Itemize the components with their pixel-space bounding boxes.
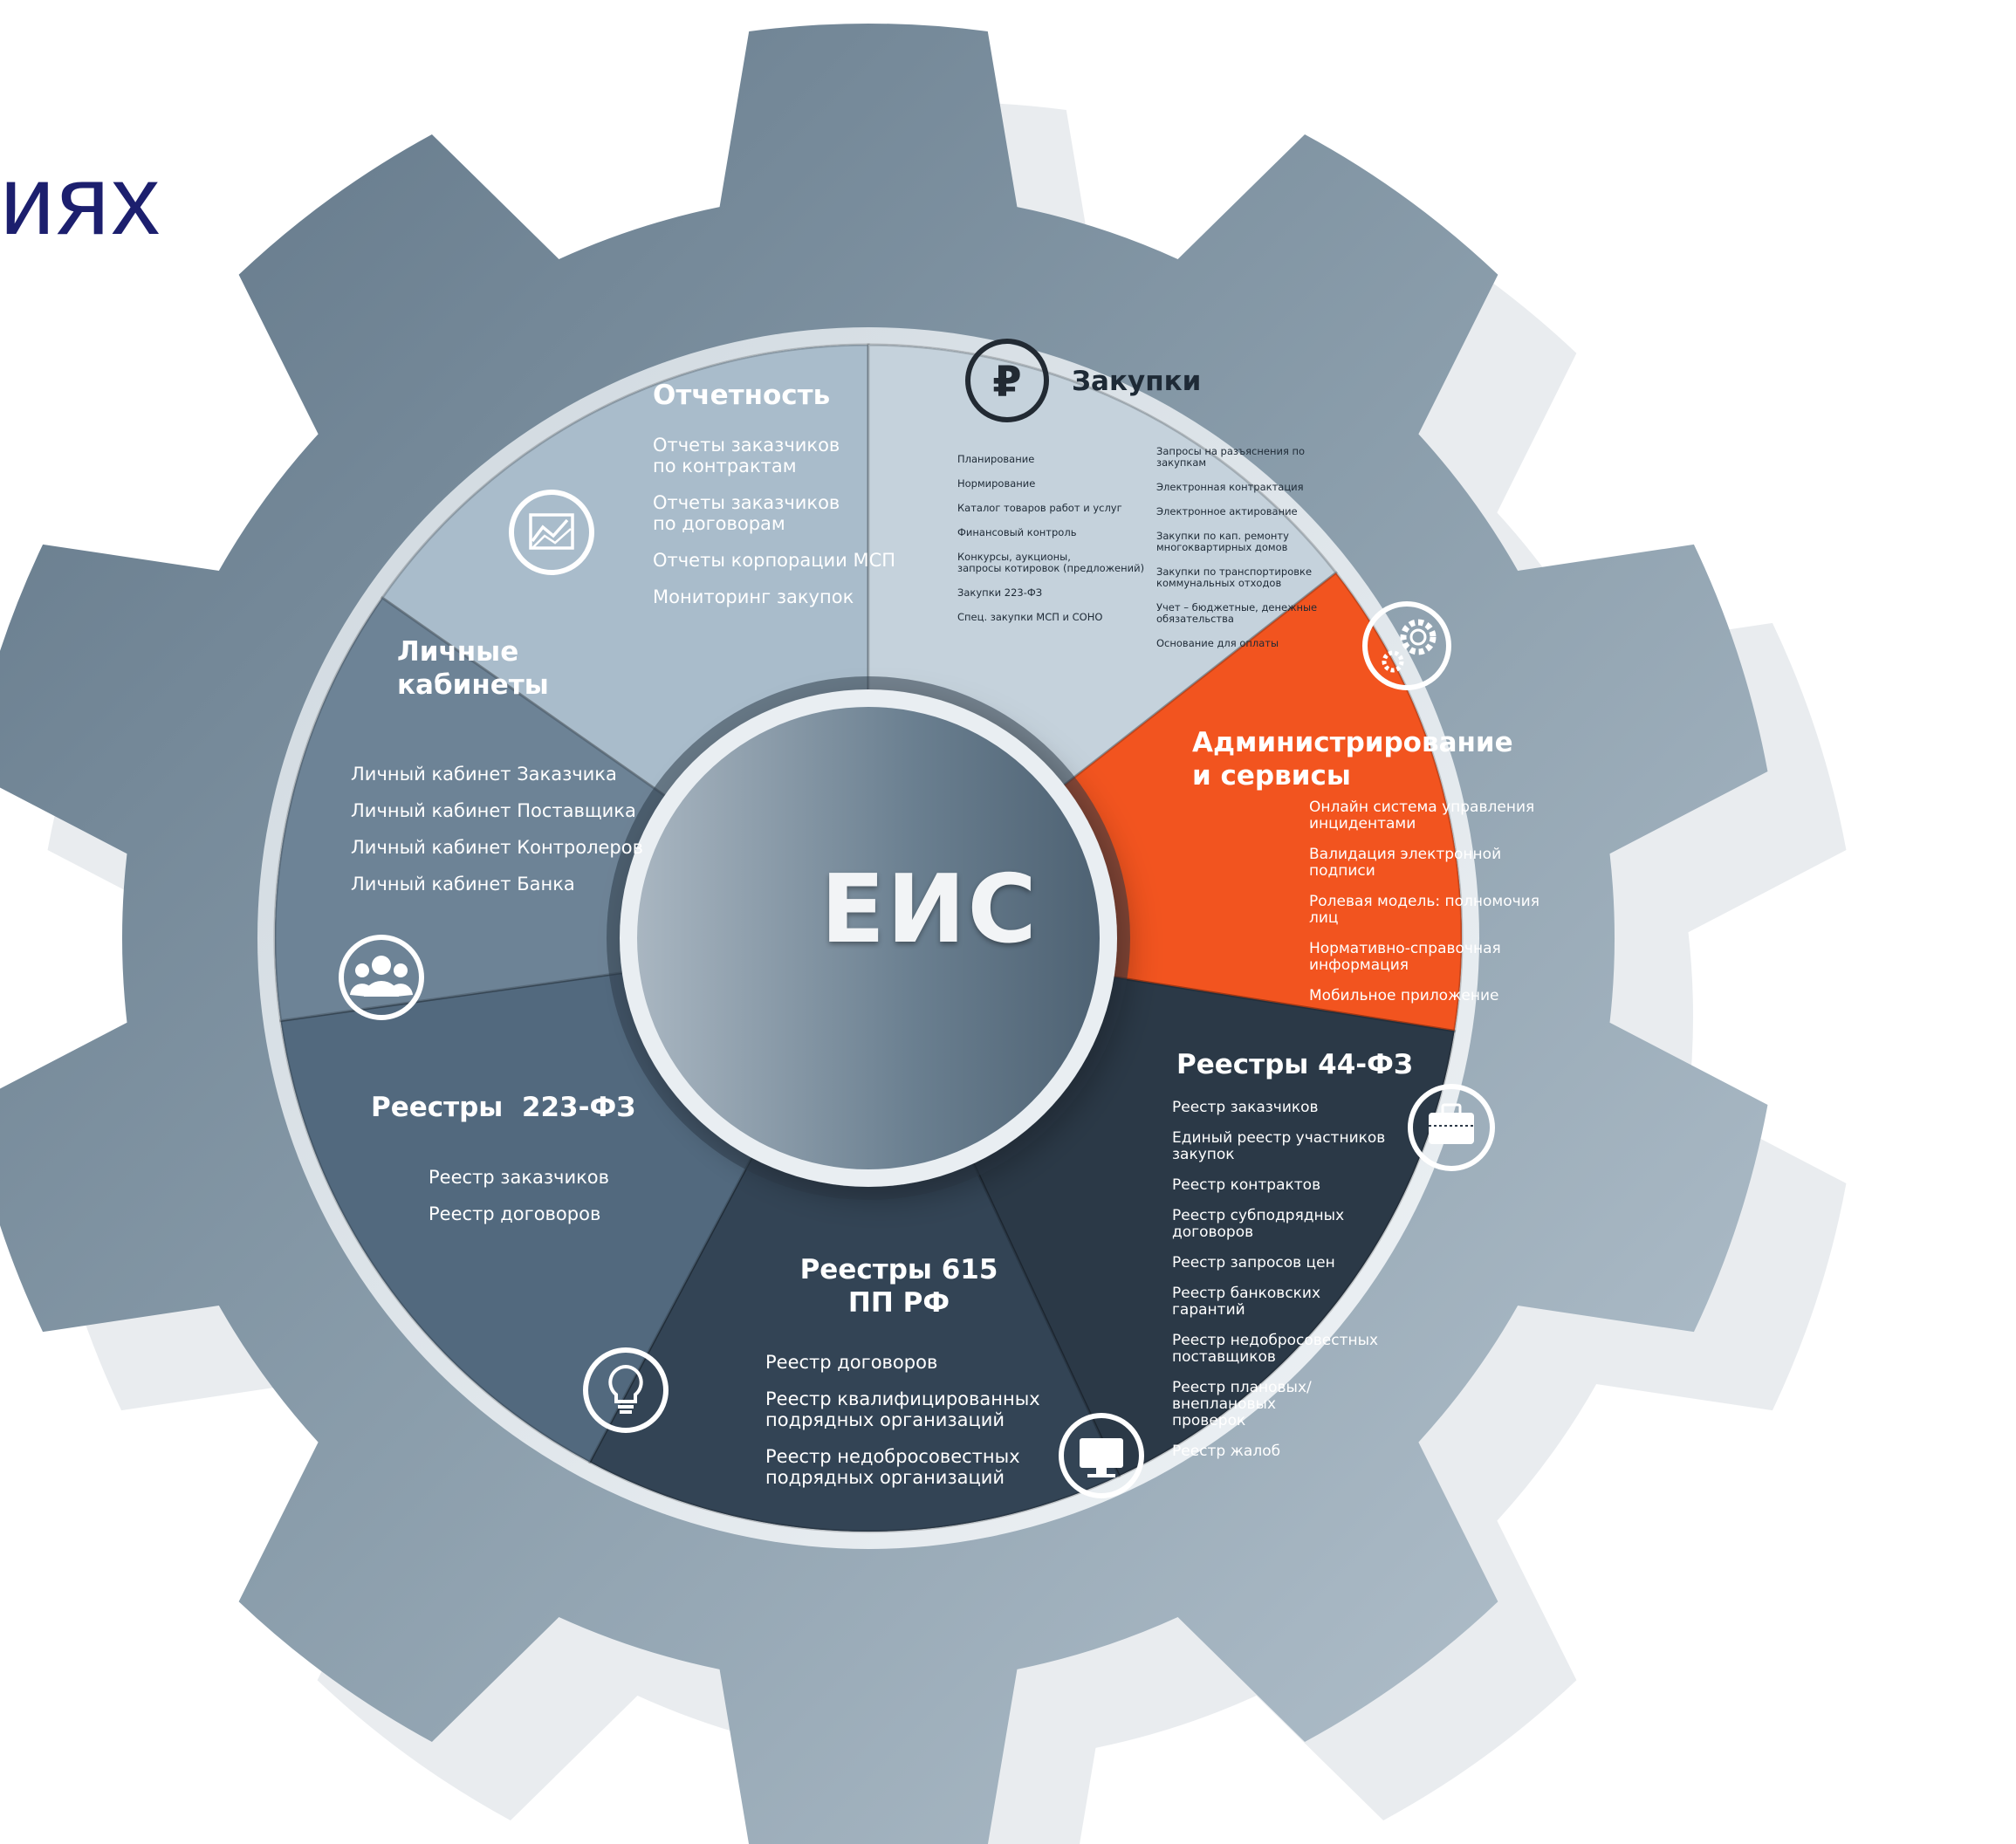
segment-cabinets-title: Личные кабинеты [397,635,549,702]
page-title-fragment: иях [0,146,162,255]
segment-reporting: Отчетность Отчеты заказчиков по контракт… [653,379,941,623]
reg615-item: Реестр недобросовестных подрядных органи… [765,1446,1020,1488]
purchases-item: Закупки 223-ФЗ [957,586,1043,599]
purchases-item: Запросы на разъяснения по закупкам [1156,445,1306,469]
purchases-item: Финансовый контроль [957,526,1077,538]
ruble-icon: ₽ [965,339,1049,422]
purchases-item: Закупки по кап. ремонту многоквартирных … [1156,530,1289,553]
reporting-item: Отчеты заказчиков по договорам [653,492,840,534]
segment-reg44-title: Реестры 44-ФЗ [1176,1049,1413,1080]
reporting-item: Мониторинг закупок [653,586,854,607]
reg44-item: Реестр плановых/внеплановых проверок [1172,1379,1312,1429]
segment-reporting-title: Отчетность [653,380,831,411]
purchases-item: Спец. закупки МСП и СОНО [957,611,1103,623]
chart-icon [509,490,594,575]
purchases-item: Закупки по транспортировке коммунальных … [1156,566,1313,589]
segment-reg615-title: Реестры 615 ПП РФ [759,1253,1039,1320]
admin-title-line2: и сервисы [1192,760,1351,792]
admin-item: Нормативно-справочная информация [1309,940,1501,974]
cabinets-item: Личный кабинет Заказчика [351,764,617,785]
admin-item: Мобильное приложение [1309,987,1499,1004]
reg615-title-line1: Реестры 615 [799,1254,998,1285]
reg223-item: Реестр договоров [429,1203,601,1224]
purchases-col2: Запросы на разъяснения по закупкам Элект… [1156,446,1340,662]
purchases-item: Каталог товаров работ и услуг [957,502,1122,514]
monitor-icon [1059,1413,1144,1498]
purchases-item: Учет – бюджетные, денежные обязательства [1156,601,1318,625]
users-icon [339,935,424,1020]
segment-purchases-title: Закупки [1072,366,1202,397]
reg44-item: Реестр жалоб [1172,1443,1281,1460]
reporting-item: Отчеты заказчиков по контрактам [653,435,840,476]
gears-icon [1362,601,1451,690]
hub [637,707,1100,1169]
center-label: ЕИС [820,855,1039,964]
reg44-item: Единый реестр участников закупок [1172,1129,1386,1163]
cabinets-title-line1: Личные [397,636,519,668]
segment-reg223-title: Реестры 223-ФЗ [371,1092,636,1123]
reg223-items: Реестр заказчиков Реестр договоров [429,1167,655,1240]
cabinets-item: Личный кабинет Банка [351,874,575,895]
purchases-item: Планирование [957,453,1035,465]
reg44-item: Реестр субподрядных договоров [1172,1207,1345,1241]
reg44-item: Реестр заказчиков [1172,1099,1319,1116]
cabinets-item: Личный кабинет Поставщика [351,800,636,821]
segment-admin-title: Администрирование и сервисы [1192,726,1541,792]
purchases-item: Электронная контрактация [1156,481,1304,493]
ruble-glyph: ₽ [992,358,1021,407]
reg44-item: Реестр банковских гарантий [1172,1285,1321,1319]
purchases-item: Основание для оплаты [1156,637,1279,649]
admin-items: Онлайн система управления инцидентами Ва… [1309,799,1545,1018]
reg44-item: Реестр недобросовестных поставщиков [1172,1332,1379,1366]
reg44-item: Реестр запросов цен [1172,1254,1335,1272]
reg615-item: Реестр договоров [765,1352,938,1373]
segments-group [273,343,1464,1533]
cabinets-items: Личный кабинет Заказчика Личный кабинет … [351,764,648,910]
admin-item: Онлайн система управления инцидентами [1309,799,1535,833]
reg615-item: Реестр квалифицированных подрядных орган… [765,1388,1040,1430]
purchases-item: Нормирование [957,477,1036,490]
reg223-item: Реестр заказчиков [429,1167,610,1188]
admin-item: Валидация электронной подписи [1309,846,1502,880]
reg615-title-line2: ПП РФ [847,1287,950,1319]
briefcase-icon [1408,1084,1495,1171]
purchases-col1: Планирование Нормирование Каталог товаро… [957,454,1149,636]
reg44-item: Реестр контрактов [1172,1176,1321,1194]
reg44-items: Реестр заказчиков Единый реестр участник… [1172,1100,1386,1474]
admin-title-line1: Администрирование [1192,727,1513,758]
reporting-item: Отчеты корпорации МСП [653,550,896,571]
cabinets-item: Личный кабинет Контролеров [351,837,643,858]
cabinets-title-line2: кабинеты [397,669,549,701]
admin-item: Ролевая модель: полномочия лиц [1309,893,1539,927]
reg615-items: Реестр договоров Реестр квалифицированны… [765,1352,1062,1504]
purchases-item: Конкурсы, аукционы, запросы котировок (п… [957,551,1145,574]
purchases-item: Электронное актирование [1156,505,1298,518]
lightbulb-icon [583,1347,669,1433]
